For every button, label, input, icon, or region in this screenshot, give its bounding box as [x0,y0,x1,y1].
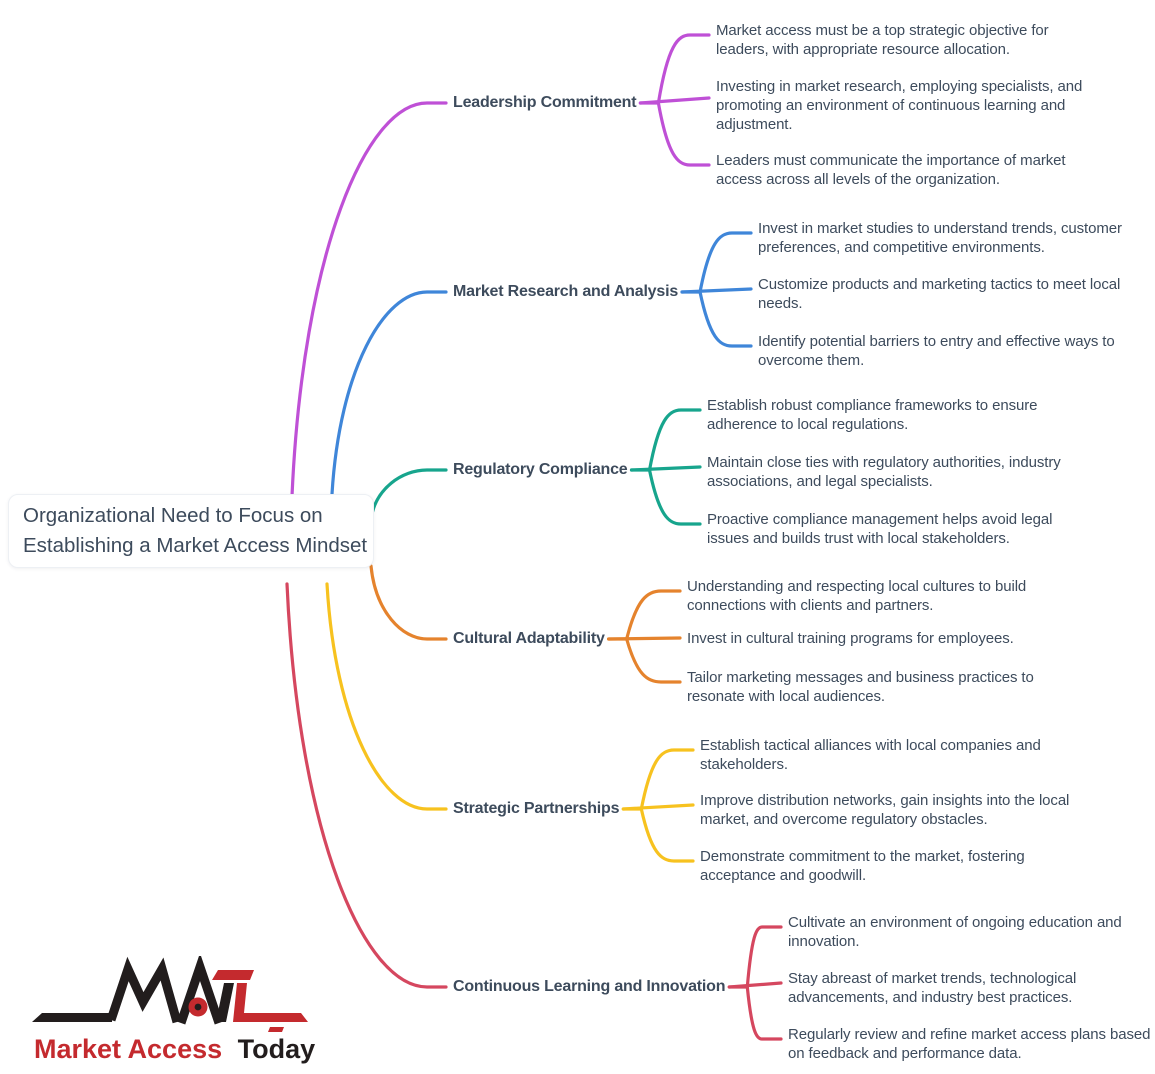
leaf-node: Demonstrate commitment to the market, fo… [700,848,1025,884]
branch-label-market-research-and-analysis: Market Research and Analysis [453,283,679,300]
logo-letter-m [106,956,182,1024]
branch-label-cultural-adaptability: Cultural Adaptability [453,630,605,647]
leaf-node: Improve distribution networks, gain insi… [700,792,1070,828]
branch-label-continuous-learning-and-innovation: Continuous Learning and Innovation [453,978,726,995]
logo-letter-t-stem-dark [216,983,234,1022]
leaf-node: Stay abreast of market trends, technolog… [788,970,1077,1006]
logo-letter-a [176,956,224,1025]
leaf-node: Regularly review and refine market acces… [788,1026,1151,1062]
logo-dash [268,1027,284,1032]
brand-logo: Market Access Today [32,956,315,1064]
branch-label-strategic-partnerships: Strategic Partnerships [453,800,620,817]
leaf-node: Customize products and marketing tactics… [758,276,1121,312]
root-node: Organizational Need to Focus on Establis… [8,494,374,568]
logo-underline-right [233,983,308,1022]
brand-wordmark-dark: Today [238,1034,316,1064]
leaf-node: Tailor marketing messages and business p… [687,669,1034,705]
leaf-node: Establish robust compliance frameworks t… [707,397,1038,433]
logo-underline-left [32,1013,112,1022]
leaf-node: Maintain close ties with regulatory auth… [707,454,1061,490]
logo-target-dot-center [194,1003,202,1011]
leaf-node: Cultivate an environment of ongoing educ… [788,914,1122,950]
leaf-node: Establish tactical alliances with local … [700,737,1041,773]
root-node-label: Organizational Need to Focus on Establis… [23,504,368,557]
svg-text:Market Access Today: Market Access Today [34,1034,315,1064]
branch-label-leadership-commitment: Leadership Commitment [453,94,637,111]
leaf-node: Understanding and respecting local cultu… [687,578,1027,614]
leaf-node: Invest in cultural training programs for… [687,630,1014,647]
leaf-node: Leaders must communicate the importance … [716,152,1066,188]
leaf-node: Market access must be a top strategic ob… [716,22,1049,58]
logo-letter-t-bar [212,970,254,980]
leaf-node: Investing in market research, employing … [716,78,1083,133]
leaf-node: Invest in market studies to understand t… [758,220,1122,256]
brand-wordmark-red: Market Access [34,1034,222,1064]
leaf-node: Identify potential barriers to entry and… [758,333,1115,369]
branch-label-regulatory-compliance: Regulatory Compliance [453,461,628,478]
leaf-node: Proactive compliance management helps av… [707,511,1053,547]
